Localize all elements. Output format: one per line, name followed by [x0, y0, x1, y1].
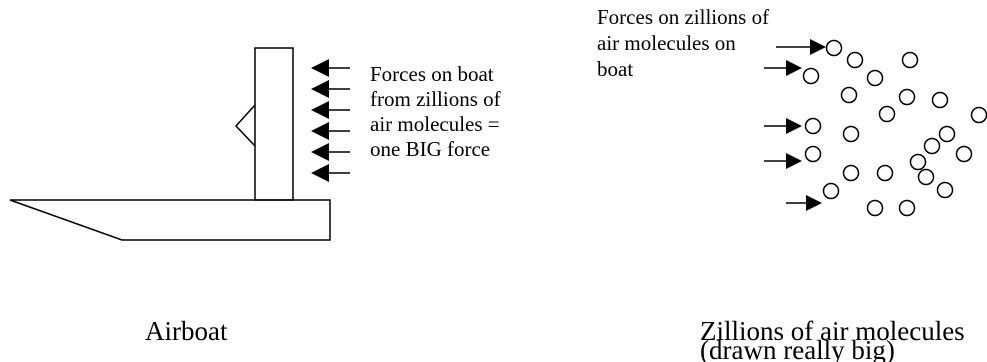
air-molecule: [842, 125, 860, 143]
force-arrow: [311, 122, 350, 140]
air-molecule: [909, 153, 927, 171]
boat-force-label-line-3: air molecules =: [370, 112, 500, 136]
air-molecule: [936, 181, 954, 199]
air-molecule: [931, 91, 949, 109]
molecule-force-label-line-2: air molecules on: [597, 31, 736, 55]
air-molecule: [846, 51, 864, 69]
boat-force-label-line-2: from zillions of: [370, 87, 501, 111]
air-molecule: [842, 164, 860, 182]
air-molecule: [955, 145, 973, 163]
molecules-caption-line-1: Zillions of air molecules: [700, 316, 965, 346]
air-molecule: [822, 182, 840, 200]
boat-mast: [254, 47, 294, 201]
air-molecule: [866, 69, 884, 87]
air-molecule: [866, 199, 884, 217]
force-arrow: [311, 80, 350, 98]
air-molecule: [876, 164, 894, 182]
force-arrow: [311, 59, 350, 77]
molecule-force-arrows: [764, 39, 826, 211]
molecules-caption-line-2: (drawn really big): [700, 335, 895, 362]
molecule-force-label-line-3: boat: [597, 57, 633, 81]
air-molecule: [923, 137, 941, 155]
boat-force-arrows: [311, 59, 350, 182]
boat-force-label-line-4: one BIG force: [370, 137, 490, 161]
boat-force-label-line-1: Forces on boat: [370, 62, 494, 86]
air-molecule: [840, 86, 858, 104]
boat-hull: [9, 199, 331, 241]
force-arrow: [311, 101, 350, 119]
airboat-caption: Airboat: [145, 316, 228, 346]
air-molecule: [804, 145, 822, 163]
air-molecule: [898, 88, 916, 106]
air-molecule: [878, 105, 896, 123]
force-arrow: [311, 164, 350, 182]
force-arrow: [764, 60, 802, 76]
air-molecule: [802, 67, 820, 85]
air-molecule: [917, 168, 935, 186]
boat-fin: [234, 104, 256, 147]
air-molecule: [825, 39, 843, 57]
force-arrow: [786, 195, 822, 211]
airboat: [9, 47, 331, 241]
air-molecule: [804, 117, 822, 135]
air-molecule: [898, 199, 916, 217]
air-molecules: [802, 39, 987, 217]
molecule-force-label-line-1: Forces on zillions of: [597, 5, 769, 29]
air-molecule: [938, 125, 956, 143]
force-arrow: [764, 153, 802, 169]
force-arrow: [764, 118, 802, 134]
force-arrow: [776, 39, 826, 55]
air-molecule: [901, 51, 919, 69]
force-arrow: [311, 143, 350, 161]
air-molecule: [970, 106, 987, 124]
